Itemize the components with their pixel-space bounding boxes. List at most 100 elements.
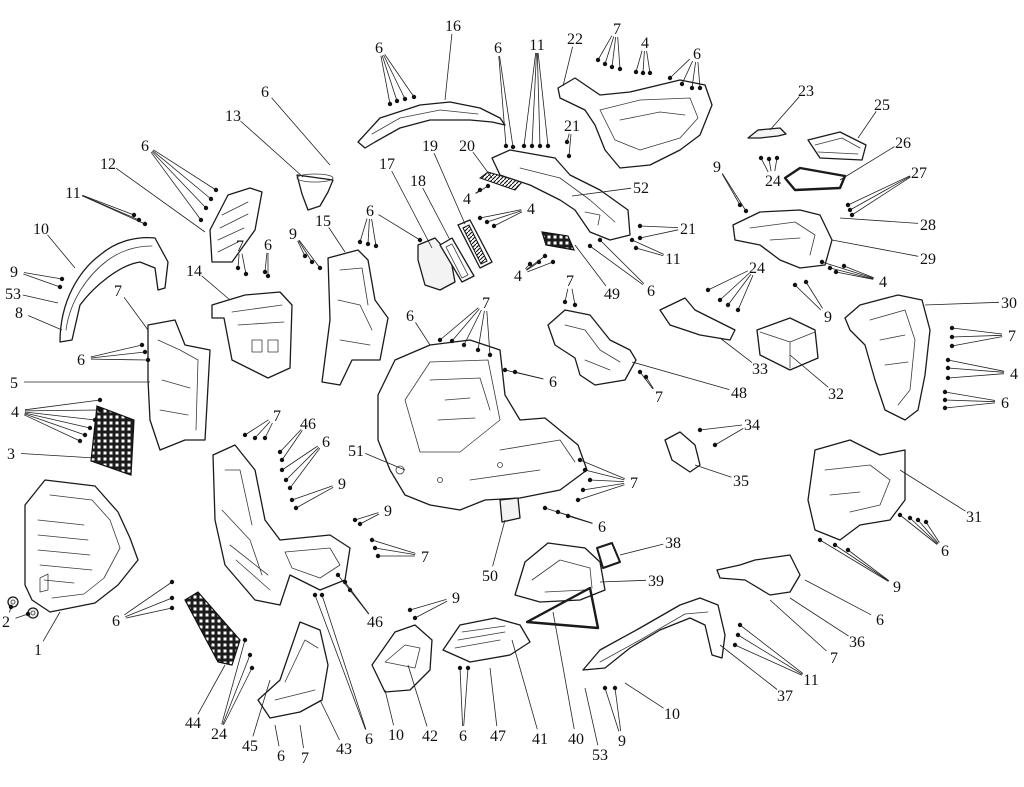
fastener-dot	[832, 542, 838, 548]
callout-label: 11	[529, 37, 544, 54]
leader-line	[947, 367, 1005, 373]
leader-line	[271, 97, 331, 166]
leader-line	[571, 288, 576, 306]
callout-label: 7	[655, 389, 663, 406]
leader-line	[721, 173, 741, 206]
part-48-shape	[547, 309, 637, 386]
callout-labels: 16 6 6 11 22 7 4 6 6 13 21 19 20 23 25 2…	[2, 18, 1018, 767]
leader-line	[511, 639, 538, 730]
leader-line	[422, 187, 451, 241]
part-35-shape	[664, 431, 701, 473]
leader-line	[299, 724, 304, 749]
fastener-dot	[265, 273, 271, 279]
callout-label: 7	[566, 273, 574, 290]
fastener-dot	[25, 611, 31, 617]
fastener-dot	[945, 375, 951, 381]
leader-line	[631, 361, 730, 390]
fastener-dot	[243, 271, 249, 277]
fastener-dot	[369, 537, 375, 543]
leader-line	[694, 464, 732, 478]
fastener-dot	[536, 259, 542, 265]
leader-line	[439, 307, 479, 341]
leader-line	[153, 149, 217, 191]
leader-line	[604, 36, 615, 65]
parts-group	[7, 77, 931, 719]
part-31-shape	[807, 439, 906, 541]
leader-line	[568, 133, 572, 157]
fastener-dot	[580, 487, 586, 493]
fastener-dot	[242, 432, 248, 438]
fastener-dot	[637, 369, 643, 375]
fastener-dot	[97, 397, 103, 403]
fastener-dot	[819, 259, 825, 265]
callout-label: 8	[15, 305, 23, 322]
fastener-dot	[57, 284, 63, 290]
fastener-dot	[633, 69, 639, 75]
leader-line	[391, 170, 433, 249]
leader-line	[499, 55, 514, 148]
leader-line	[415, 322, 431, 346]
leader-line	[699, 424, 743, 431]
leader-line	[289, 447, 321, 489]
leader-line	[23, 272, 63, 280]
callout-label: 45	[242, 738, 258, 755]
fastener-dot	[203, 205, 209, 211]
callout-label: 36	[849, 634, 865, 651]
leader-line	[444, 33, 453, 101]
fastener-dot	[289, 497, 295, 503]
callout-label: 10	[33, 221, 49, 238]
leader-line	[23, 414, 81, 442]
fastener-dot	[279, 467, 285, 473]
part-37-shape	[582, 597, 726, 671]
callout-label: 12	[100, 156, 116, 173]
callout-label: 11	[65, 185, 80, 202]
leader-line	[604, 687, 620, 732]
fastener-dot	[477, 215, 483, 221]
leader-line	[589, 479, 625, 482]
callout-label: 37	[777, 688, 793, 705]
leader-line	[697, 61, 701, 89]
leader-line	[463, 309, 482, 346]
fastener-dot	[529, 143, 535, 149]
leader-line	[254, 421, 271, 439]
leader-line	[477, 310, 485, 351]
callout-label: 4	[514, 268, 522, 285]
callout-label: 6	[77, 352, 85, 369]
fastener-dot	[667, 75, 673, 81]
fastener-dot	[262, 435, 268, 441]
callout-label: 6	[693, 46, 701, 63]
callout-label: 7	[830, 650, 838, 667]
callout-label: 53	[592, 747, 608, 764]
leader-line	[599, 579, 647, 583]
callout-label: 34	[744, 417, 760, 434]
leader-line	[354, 512, 379, 521]
fastener-dot	[803, 279, 809, 285]
callout-label: 15	[315, 213, 331, 230]
fastener-dot	[897, 512, 903, 518]
fastener-dot	[542, 505, 548, 511]
leader-line	[839, 217, 919, 224]
part-51-shape	[377, 339, 588, 511]
leader-line	[624, 682, 664, 709]
fastener-dot	[949, 325, 955, 331]
leader-line	[414, 600, 448, 619]
leader-line	[525, 255, 546, 271]
fastener-dot	[247, 652, 253, 658]
leader-line	[328, 227, 346, 253]
callout-label: 53	[5, 286, 21, 303]
fastener-dot	[485, 183, 491, 189]
leader-line	[151, 151, 207, 209]
fastener-dot	[503, 143, 509, 149]
fastener-dot	[487, 352, 493, 358]
fastener-dot	[407, 607, 413, 613]
fastener-dot	[372, 545, 378, 551]
fastener-dot	[643, 374, 649, 380]
fastener-dot	[833, 269, 839, 275]
callout-label: 40	[568, 731, 584, 748]
part-26-shape	[783, 166, 847, 192]
callout-label: 46	[300, 416, 316, 433]
fastener-dot	[437, 337, 443, 343]
callout-label: 26	[895, 135, 911, 152]
leader-line	[819, 539, 889, 582]
leader-line	[789, 597, 849, 637]
